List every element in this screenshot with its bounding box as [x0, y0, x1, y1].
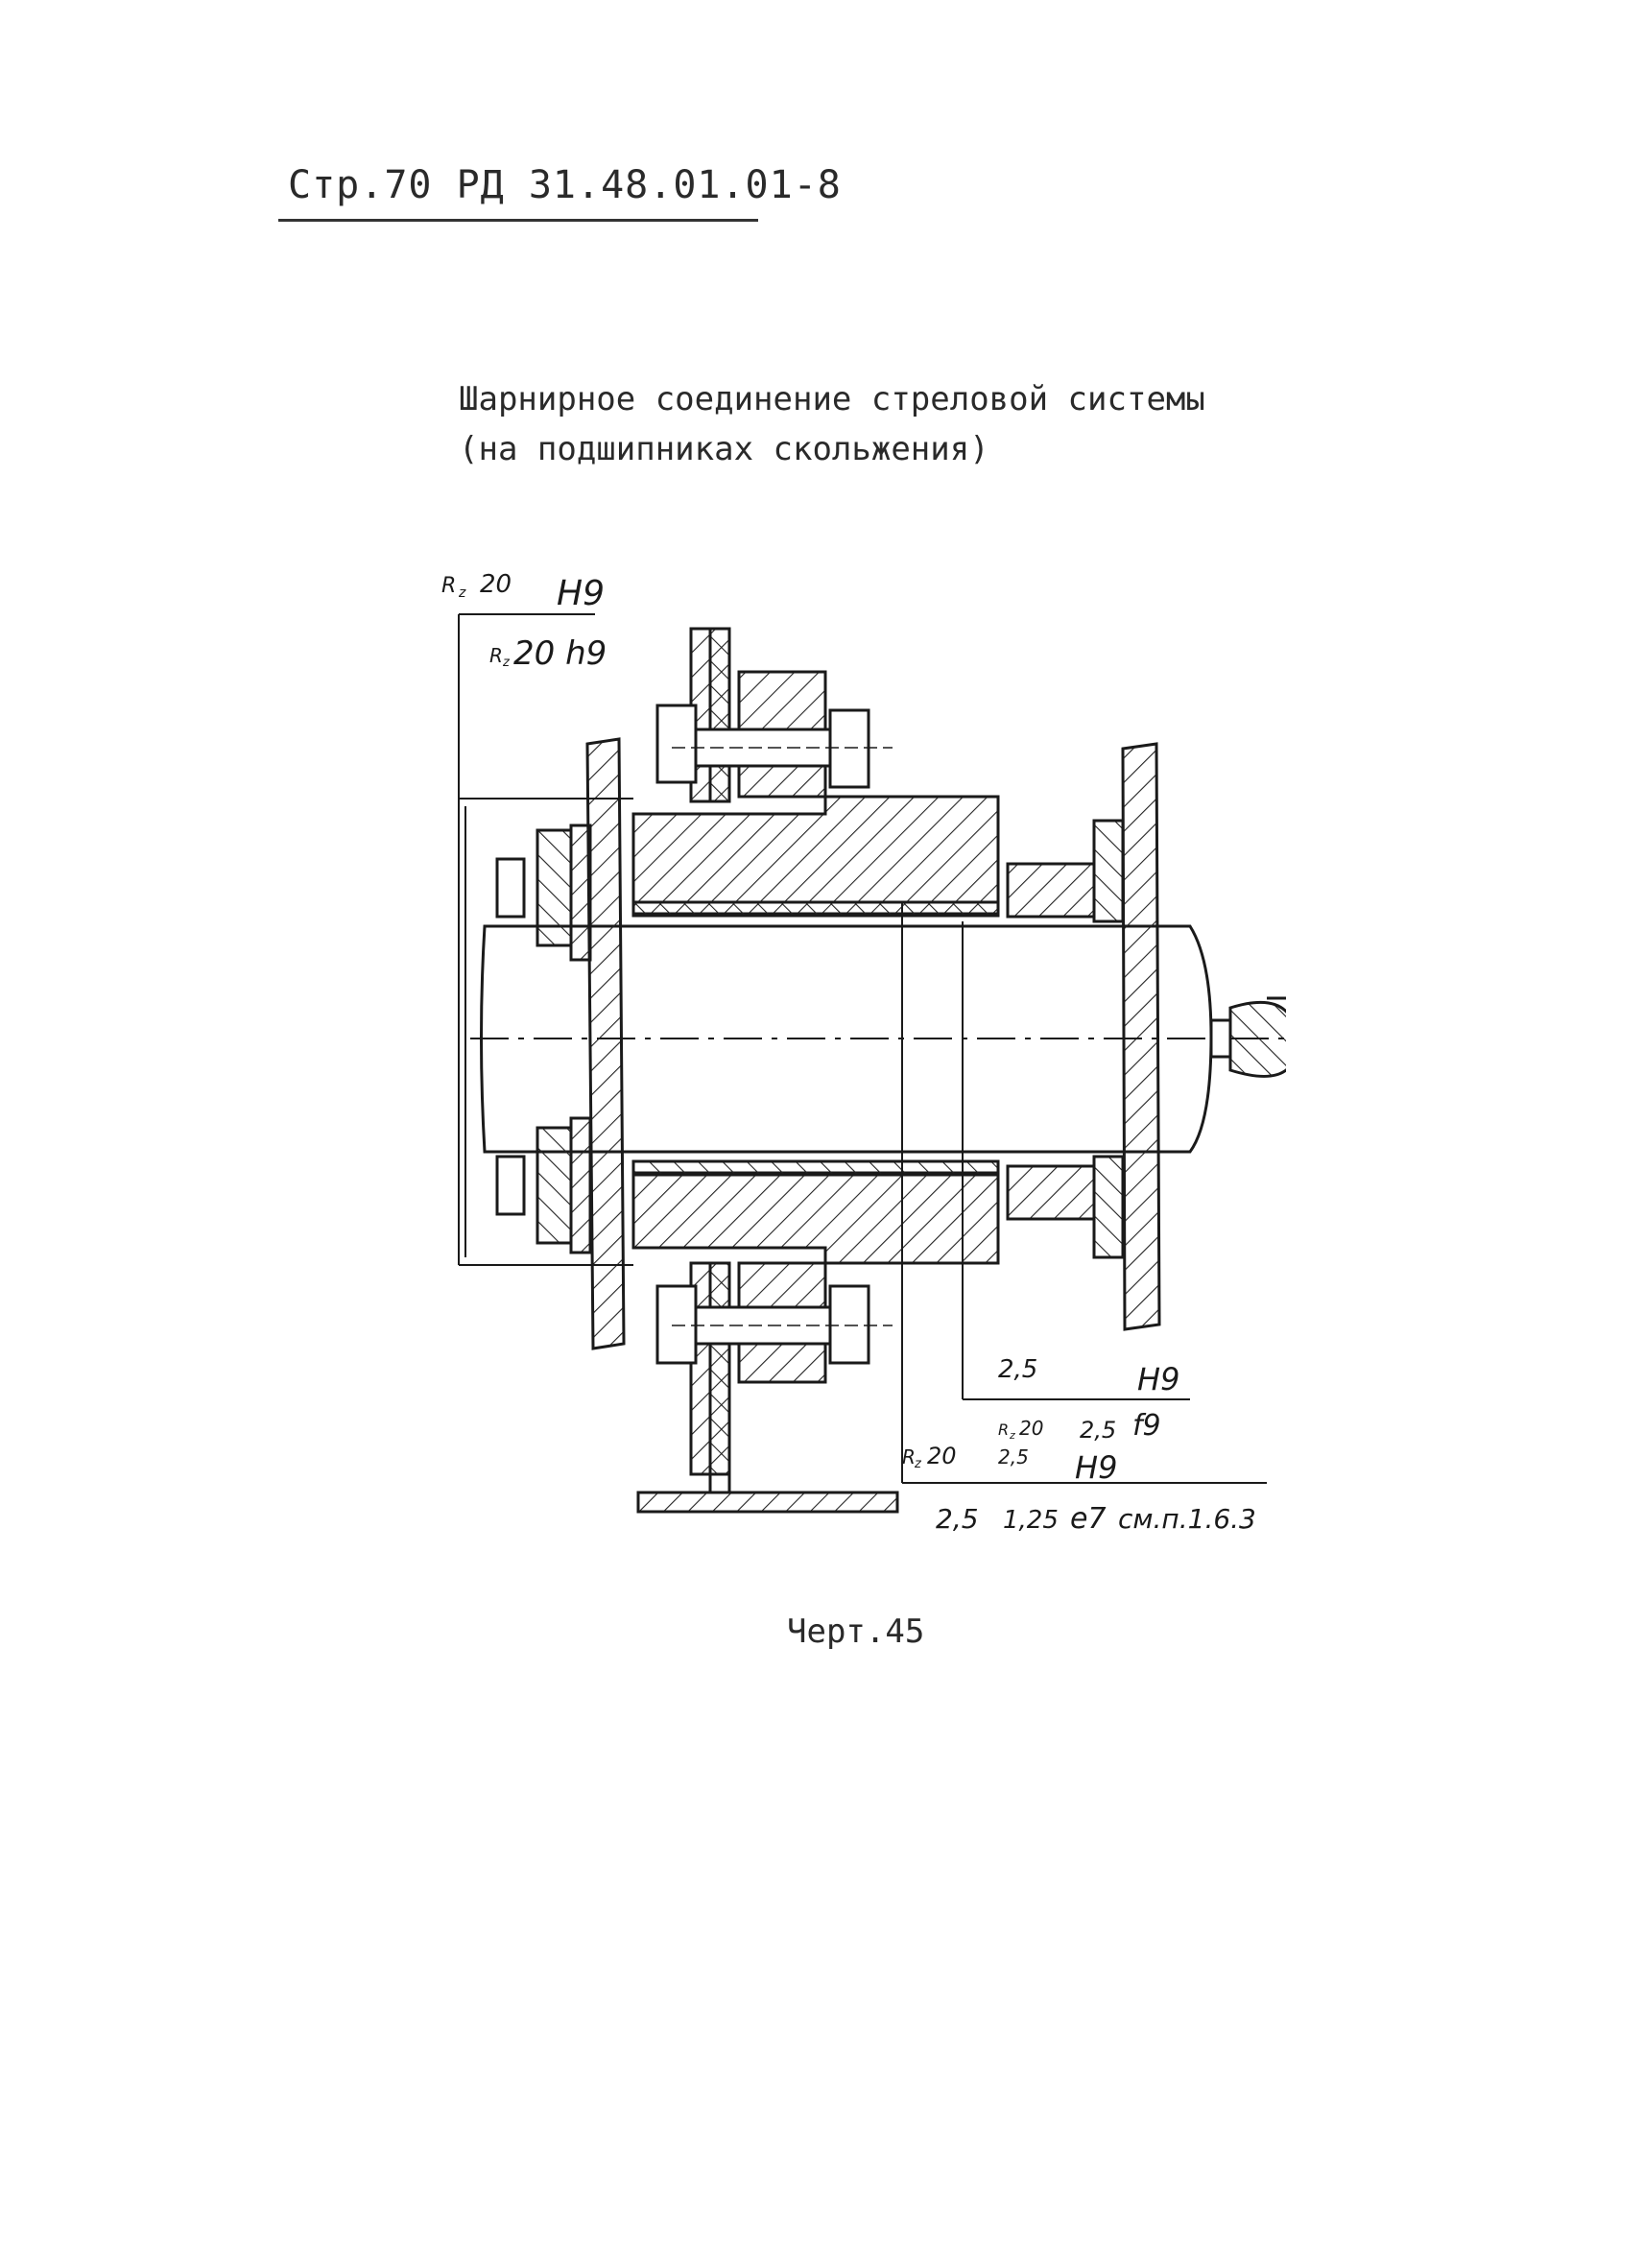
upper-lug: [689, 627, 827, 803]
svg-text:R: R: [489, 644, 503, 667]
hinge-joint-drawing: R z 20 H9 R z 20 h9 2,5 H9 R z 20 2,5 f9…: [441, 570, 1286, 1536]
svg-text:R: R: [441, 574, 456, 598]
svg-text:H9: H9: [1137, 1361, 1179, 1397]
svg-text:2,5: 2,5: [998, 1355, 1037, 1384]
svg-text:20 h9: 20 h9: [513, 634, 607, 673]
svg-text:z: z: [502, 656, 511, 670]
grease-nipple: [1209, 996, 1286, 1078]
svg-text:e7: e7: [1070, 1502, 1107, 1536]
svg-text:R: R: [902, 1445, 916, 1468]
annotations: R z 20 H9 R z 20 h9 2,5 H9 R z 20 2,5 f9…: [441, 570, 1256, 1536]
svg-text:2,5: 2,5: [936, 1503, 979, 1535]
bushing: [631, 900, 1000, 1177]
svg-text:см.п.1.6.3: см.п.1.6.3: [1118, 1503, 1256, 1535]
svg-text:z: z: [914, 1457, 922, 1471]
svg-text:20: 20: [1019, 1417, 1043, 1440]
svg-text:20: 20: [927, 1443, 957, 1469]
lower-lug: [689, 1261, 827, 1476]
title-line-2: (на подшипниках скольжения): [459, 430, 989, 468]
header-underline: [278, 219, 758, 222]
upper-bolt: [655, 704, 893, 789]
left-plate: [495, 737, 626, 1350]
svg-text:z: z: [458, 585, 466, 601]
central-hub: [631, 795, 1000, 1265]
page-header: Стр.70 РД 31.48.01.01-8: [288, 163, 842, 207]
lower-bolt: [655, 1284, 893, 1365]
svg-text:2,5: 2,5: [998, 1445, 1029, 1468]
shaft: [470, 924, 1286, 1154]
right-plate: [1006, 742, 1161, 1331]
base-channel: [636, 1474, 899, 1514]
figure-caption: Черт.45: [787, 1612, 925, 1651]
svg-text:20: 20: [480, 570, 512, 599]
svg-text:R: R: [998, 1420, 1009, 1439]
drawing-title: Шарнирное соединение стреловой системы (…: [459, 374, 1205, 474]
title-line-1: Шарнирное соединение стреловой системы: [459, 380, 1205, 418]
svg-text:H9: H9: [1075, 1449, 1117, 1486]
svg-text:f9: f9: [1132, 1409, 1161, 1443]
svg-text:H9: H9: [557, 574, 605, 613]
svg-text:z: z: [1009, 1429, 1015, 1442]
dimension-lines: [458, 613, 1267, 1484]
svg-text:2,5: 2,5: [1080, 1417, 1116, 1444]
svg-text:1,25: 1,25: [1003, 1506, 1059, 1535]
